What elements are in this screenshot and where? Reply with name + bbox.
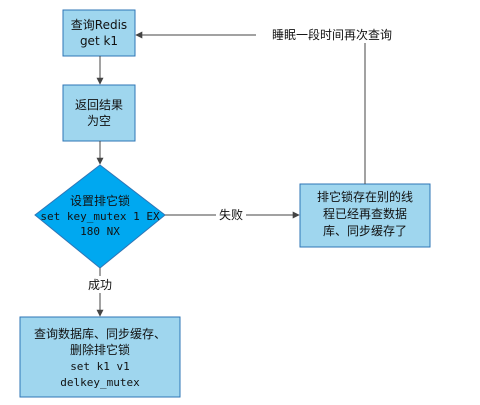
success-label-bg (84, 276, 116, 293)
sleep-label: 睡眠一段时间再次查询 (272, 27, 392, 42)
fail-label-bg (216, 206, 246, 223)
other-thread-box (299, 183, 431, 248)
query-db-line2: 删除排它锁 (70, 342, 130, 357)
set-mutex-line1: 设置排它锁 (70, 193, 130, 208)
sleep-label-bg (256, 26, 408, 43)
query-db-line3: set k1 v1 (70, 360, 130, 373)
query-db-line1: 查询数据库、同步缓存、 (34, 326, 166, 341)
other-thread-line1: 排它锁存在别的线 (317, 189, 413, 204)
query-redis-line1: 查询Redis (71, 18, 127, 32)
set-mutex-line2: set key_mutex 1 EX (40, 210, 160, 223)
other-thread-line3: 库、同步缓存了 (323, 223, 407, 238)
set-mutex-line3: 180 NX (80, 225, 120, 238)
return-empty-line2: 为空 (87, 114, 111, 128)
query-db-line4: delkey_mutex (60, 376, 140, 389)
other-thread-line2: 程已经再查数据 (323, 206, 407, 221)
fail-label: 失败 (219, 207, 243, 222)
return-empty-line1: 返回结果 (75, 98, 123, 112)
arrow-sleep-loop (135, 31, 366, 184)
return-empty-box (62, 84, 136, 142)
query-redis-line2: get k1 (80, 34, 118, 48)
query-db-box (19, 316, 181, 398)
query-redis-box (62, 9, 136, 57)
success-label: 成功 (88, 278, 112, 292)
